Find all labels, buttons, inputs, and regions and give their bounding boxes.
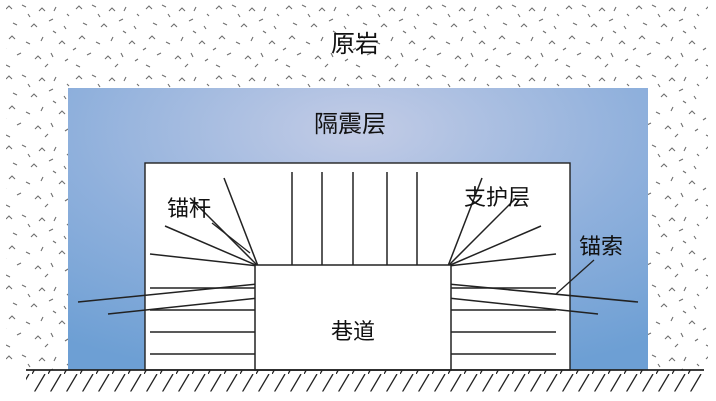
native-rock-label: 原岩: [331, 31, 379, 58]
anchor-bolt-fan-left-4: [223, 177, 259, 267]
roadway: [254, 264, 452, 371]
anchor-bolt-fan-right-4: [447, 177, 483, 267]
anchor-cable-label: 锚索: [579, 234, 623, 259]
anchor-bolts: [149, 172, 557, 355]
ground-hatching: [26, 370, 704, 392]
roadway-label: 巷道: [331, 319, 375, 344]
anchor-bolt-fan-right-3: [447, 197, 517, 267]
isolation-layer-label: 隔震层: [314, 111, 386, 138]
anchor-bolt-leader-line: [211, 222, 251, 254]
anchor-bolt-fan-left-2: [164, 225, 259, 267]
support-layer-label: 支护层: [464, 185, 530, 210]
anchor-cable-right-2: [447, 297, 599, 315]
anchor-bolt-fan-left-1: [149, 253, 259, 267]
anchor-bolt-fan-right-1: [447, 253, 557, 267]
anchor-bolt-label: 锚杆: [167, 196, 211, 221]
anchor-cable-left-1: [77, 283, 259, 303]
anchor-cables: [77, 283, 639, 315]
anchor-bolt-fan-right-2: [447, 225, 542, 267]
anchor-cable-left-2: [107, 297, 259, 315]
anchor-cable-right-1: [447, 283, 639, 303]
anchor-cable-leader-line: [555, 259, 595, 295]
